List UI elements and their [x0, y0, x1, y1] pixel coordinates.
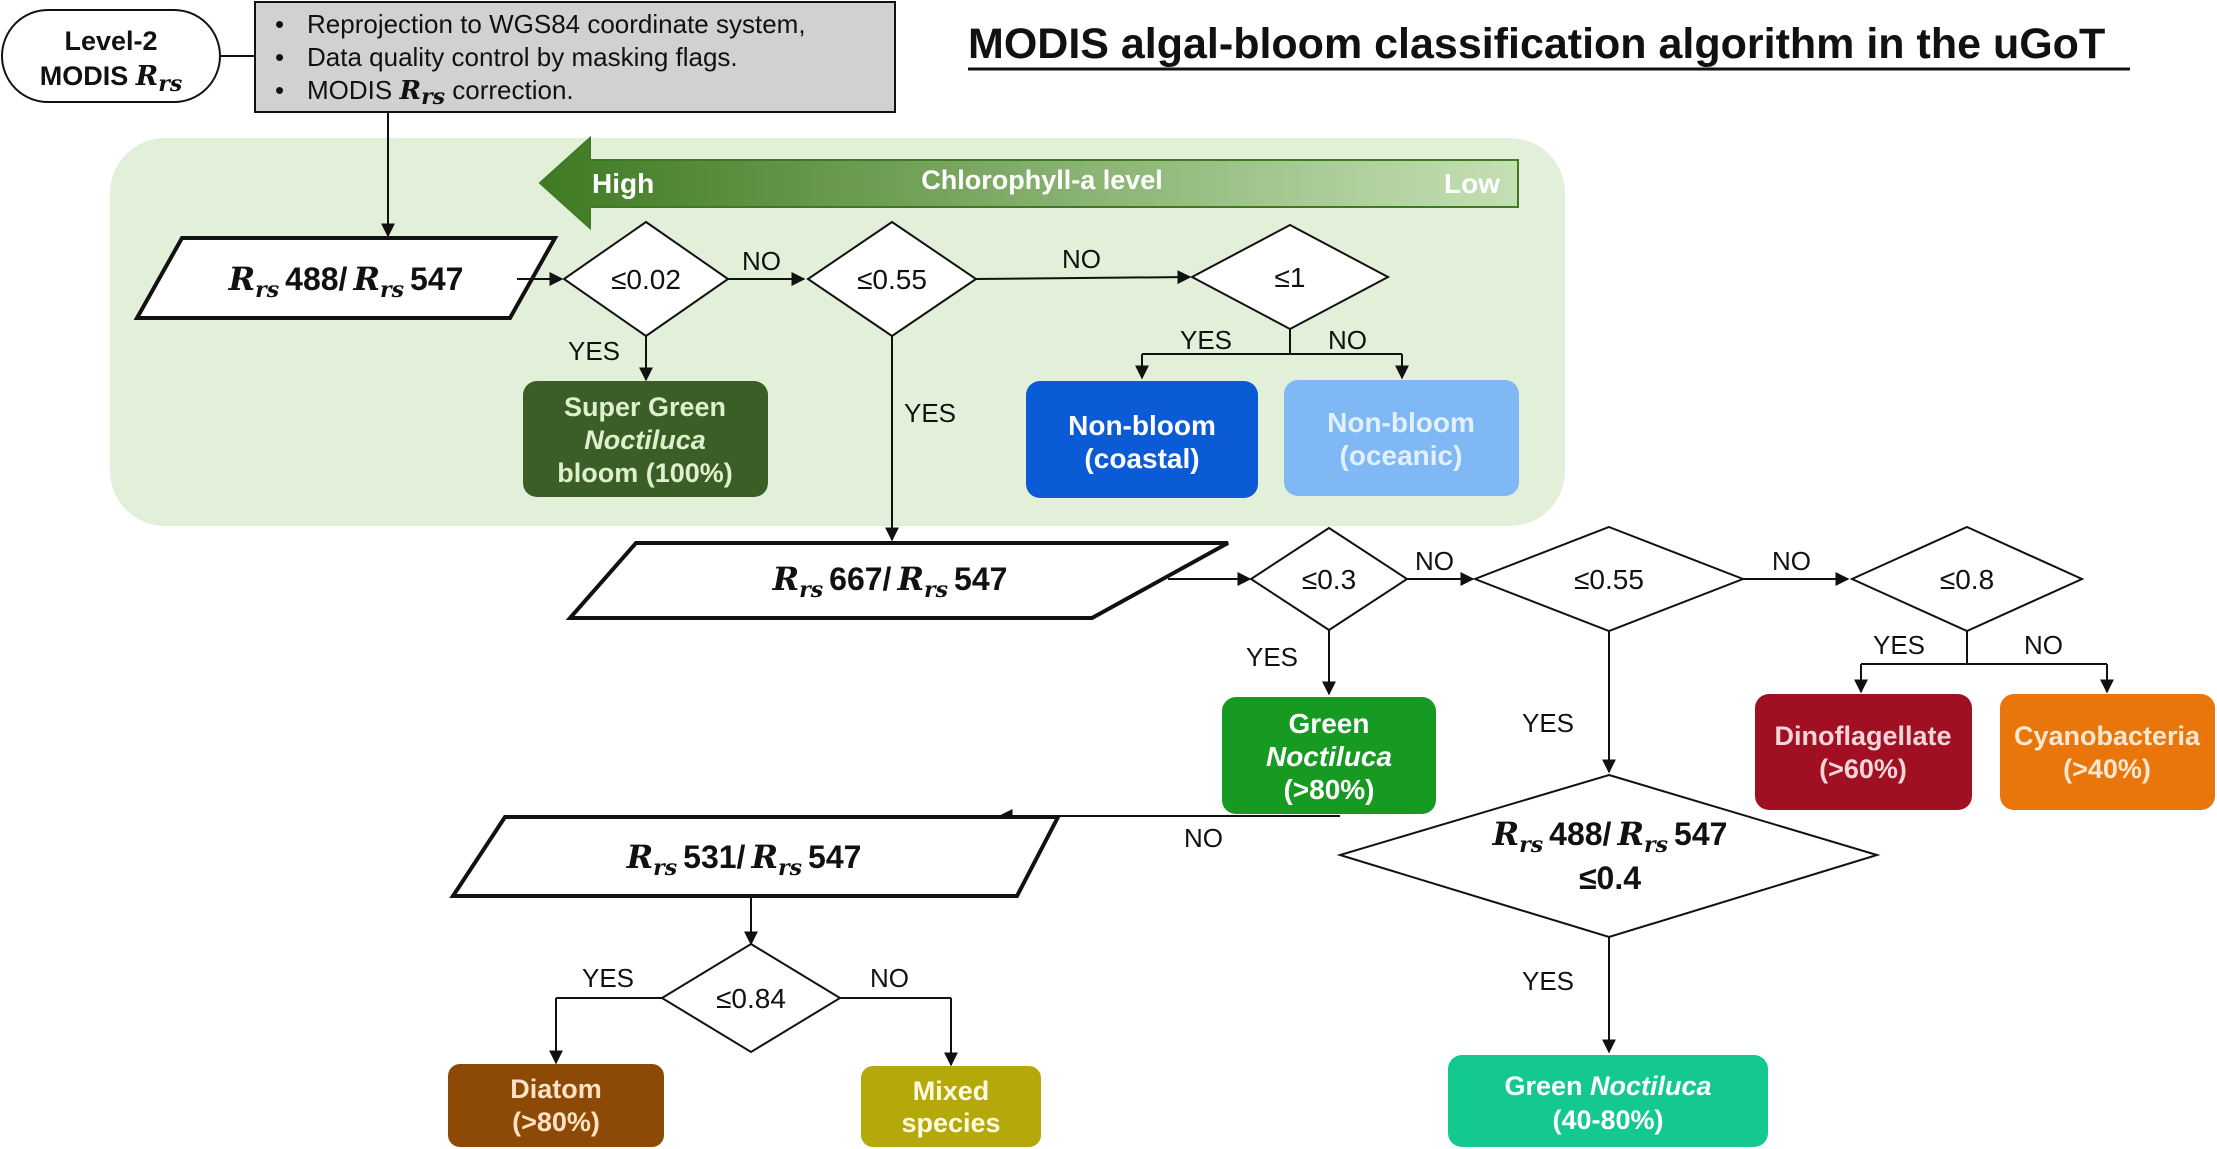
mixed-line2: species [901, 1108, 1000, 1138]
decision-0.8-label: ≤0.8 [1940, 564, 1994, 595]
connector-d2-no [975, 270, 1192, 285]
dinoflagellate-line2: (>60%) [1819, 754, 1907, 784]
mixed-line1: Mixed [913, 1076, 990, 1106]
decision-0.84-label: ≤0.84 [716, 983, 786, 1014]
green-noct-80-line2: Noctiluca [1266, 741, 1392, 772]
chl-low-label: Low [1444, 168, 1500, 199]
preproc-bullet-1: • [275, 9, 284, 39]
d4-yes-label: YES [1246, 642, 1298, 672]
super-green-line2: Noctiluca [584, 425, 706, 455]
result-dinoflagellate: Dinoflagellate (>60%) [1755, 694, 1972, 810]
cyanobacteria-line2: (>40%) [2063, 754, 2151, 784]
diatom-line2: (>80%) [512, 1107, 600, 1137]
decision-0.3-label: ≤0.3 [1302, 564, 1356, 595]
decision-1-label: ≤1 [1275, 262, 1306, 293]
decision-0.55-mid-label: ≤0.55 [1574, 564, 1644, 595]
page-title: MODIS algal-bloom classification algorit… [968, 20, 2105, 68]
decision-0.02-label: ≤0.02 [611, 264, 681, 295]
diatom-line1: Diatom [510, 1074, 602, 1104]
decision-0.84: ≤0.84 [660, 942, 842, 1054]
cyanobacteria-line1: Cyanobacteria [2014, 721, 2201, 751]
d5-yes-label: YES [1522, 708, 1574, 738]
chlorophyll-level-arrow: High Chlorophyll-a level Low [538, 135, 1519, 231]
super-green-line1: Super Green [564, 392, 726, 422]
big-yes-label: YES [1522, 966, 1574, 996]
preproc-item-3: MODIS Rrs correction. [307, 75, 574, 110]
result-green-noctiluca-40-80: Green Noctiluca (40-80%) [1448, 1055, 1768, 1147]
d7-yes-label: YES [582, 963, 634, 993]
result-super-green-noctiluca: Super Green Noctiluca bloom (100%) [523, 381, 768, 497]
decision-1: ≤1 [1189, 223, 1391, 331]
decision-0.55-top-label: ≤0.55 [857, 264, 927, 295]
d3-yes-label: YES [1180, 325, 1232, 355]
d3-no-label: NO [1328, 325, 1367, 355]
d6-no-label: NO [2024, 630, 2063, 660]
input-line1: Level-2 [64, 26, 157, 56]
green-noct-40-80-line2: (40-80%) [1552, 1105, 1663, 1135]
preproc-item-1: Reprojection to WGS84 coordinate system, [307, 9, 806, 39]
d7-no-label: NO [870, 963, 909, 993]
preprocessing-box: • Reprojection to WGS84 coordinate syste… [254, 1, 896, 113]
nonbloom-coastal-line2: (coastal) [1084, 443, 1199, 474]
decision-0.8: ≤0.8 [1849, 525, 2085, 633]
preproc-bullet-3: • [275, 75, 284, 105]
d2-yes-label: YES [904, 398, 956, 428]
preproc-item-2: Data quality control by masking flags. [307, 42, 738, 72]
d2-no-label: NO [1062, 244, 1101, 274]
d5-no-label: NO [1772, 546, 1811, 576]
nonbloom-coastal-line1: Non-bloom [1068, 410, 1216, 441]
d4-no-label: NO [1415, 546, 1454, 576]
input-level2-node: Level-2 MODIS Rrs [1, 9, 221, 103]
d1-no-label: NO [742, 246, 781, 276]
result-mixed-species: Mixed species [861, 1066, 1041, 1147]
chl-title-label: Chlorophyll-a level [921, 165, 1163, 195]
decision-0.55-top: ≤0.55 [806, 220, 978, 338]
dinoflagellate-line1: Dinoflagellate [1774, 721, 1951, 751]
preproc-bullet-2: • [275, 42, 284, 72]
decision-0.3: ≤0.3 [1249, 526, 1409, 632]
d1-yes-label: YES [568, 336, 620, 366]
green-noct-80-line1: Green [1289, 708, 1370, 739]
result-nonbloom-coastal: Non-bloom (coastal) [1026, 381, 1258, 498]
super-green-line3: bloom (100%) [557, 458, 733, 488]
result-green-noctiluca-80: Green Noctiluca (>80%) [1222, 697, 1436, 814]
chl-high-label: High [592, 168, 654, 199]
big-decision-line2: ≤0.4 [1579, 860, 1641, 896]
decision-0.55-mid: ≤0.55 [1472, 525, 1746, 633]
result-nonbloom-oceanic: Non-bloom (oceanic) [1284, 380, 1519, 496]
result-cyanobacteria: Cyanobacteria (>40%) [2000, 694, 2215, 810]
green-noct-40-80-line1: Green Noctiluca [1504, 1071, 1711, 1101]
nonbloom-oceanic-line1: Non-bloom [1327, 407, 1475, 438]
nonbloom-oceanic-line2: (oceanic) [1340, 440, 1463, 471]
green-noct-80-line3: (>80%) [1283, 774, 1374, 805]
big-no-label: NO [1184, 823, 1223, 853]
result-diatom: Diatom (>80%) [448, 1064, 664, 1147]
d6-yes-label: YES [1873, 630, 1925, 660]
input-line2: MODIS Rrs [40, 61, 182, 97]
